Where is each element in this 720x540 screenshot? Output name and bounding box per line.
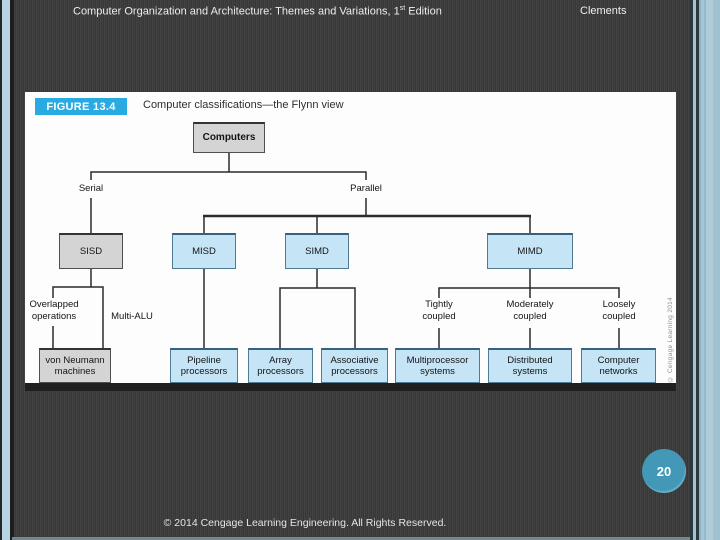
node-multiprocessor-systems: Multiprocessor systems	[395, 348, 480, 383]
branch-label-loosely-coupled: Loosely coupled	[602, 299, 636, 322]
branch-label-serial: Serial	[78, 183, 104, 194]
right-border-stripe-1	[690, 0, 693, 540]
branch-label-moderately-coupled: Moderately coupled	[506, 299, 554, 322]
node-computers: Computers	[193, 122, 265, 153]
node-simd: SIMD	[285, 233, 349, 269]
right-border-stripe-2	[693, 0, 696, 540]
left-border-blue-stripe	[2, 0, 10, 540]
node-mimd: MIMD	[487, 233, 573, 269]
tree-connector-lines	[52, 153, 620, 348]
node-array-processors: Array processors	[248, 348, 313, 383]
page-number-badge: 20	[642, 449, 686, 493]
figure-caption: Computer classifications—the Flynn view	[143, 99, 344, 111]
node-associative-processors: Associative processors	[321, 348, 388, 383]
footer-copyright: © 2014 Cengage Learning Engineering. All…	[163, 517, 447, 529]
left-border-shadow	[10, 0, 14, 540]
edition-superscript: st	[399, 5, 406, 12]
bottom-edge-band	[12, 537, 690, 540]
branch-label-tightly-coupled: Tightly coupled	[422, 299, 456, 322]
branch-label-overlapped-operations: Overlapped operations	[29, 299, 79, 322]
right-border-blue-band	[699, 0, 720, 540]
slide-title: Computer Organization and Architecture: …	[73, 5, 442, 18]
figure-credit-text: © Cengage Learning 2014	[667, 296, 674, 382]
slide-header: Computer Organization and Architecture: …	[0, 5, 720, 23]
node-misd: MISD	[172, 233, 236, 269]
node-pipeline-processors: Pipeline processors	[170, 348, 238, 383]
right-border-stripe-3	[696, 0, 699, 540]
node-von-neumann-machines: von Neumann machines	[39, 348, 111, 383]
author-name: Clements	[580, 5, 627, 17]
branch-label-multi-alu: Multi-ALU	[111, 311, 153, 322]
left-border-dark	[0, 0, 2, 540]
node-computer-networks: Computer networks	[581, 348, 656, 383]
figure-number-label: FIGURE 13.4	[35, 98, 127, 115]
node-distributed-systems: Distributed systems	[488, 348, 572, 383]
node-sisd: SISD	[59, 233, 123, 269]
branch-label-parallel: Parallel	[350, 183, 382, 194]
figure-13-4: FIGURE 13.4 Computer classifications—the…	[25, 92, 676, 391]
